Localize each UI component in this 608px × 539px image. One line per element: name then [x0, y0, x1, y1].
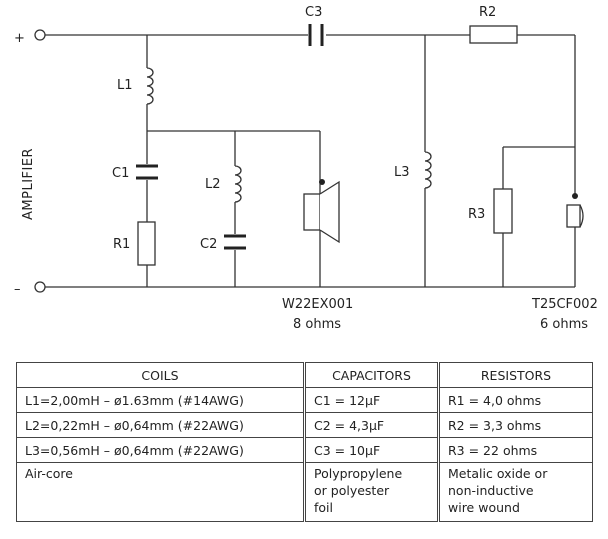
parts-table: COILS CAPACITORS RESISTORS L1=2,00mH – ø… — [16, 362, 593, 522]
c2-label: C2 — [200, 237, 217, 252]
r3-label: R3 — [468, 207, 485, 222]
amplifier-label: AMPLIFIER — [21, 148, 36, 220]
plus-terminal — [34, 29, 46, 41]
resistor-cell: R1 = 4,0 ohms — [437, 387, 593, 413]
table-row: L2=0,22mH – ø0,64mm (#22AWG) C2 = 4,3μF … — [16, 412, 593, 438]
coils-header: COILS — [16, 362, 305, 388]
capacitor-cell: C3 = 10μF — [303, 437, 439, 463]
resistor-r3 — [493, 188, 513, 234]
capacitor-cell: C1 = 12μF — [303, 387, 439, 413]
tweeter-impedance: 6 ohms — [540, 317, 588, 332]
tweeter-model: T25CF002 — [531, 297, 598, 312]
inductor-l2 — [234, 165, 242, 203]
table-row: L3=0,56mH – ø0,64mm (#22AWG) C3 = 10μF R… — [16, 437, 593, 463]
l2-label: L2 — [205, 177, 221, 192]
tweeter-icon — [566, 193, 584, 287]
minus-terminal-label: – — [14, 282, 21, 297]
c3-label: C3 — [305, 5, 322, 20]
r1-label: R1 — [113, 237, 130, 252]
r2-label: R2 — [479, 5, 496, 20]
capacitor-c1 — [136, 164, 158, 180]
resistors-header: RESISTORS — [437, 362, 593, 388]
resistor-r1 — [137, 221, 156, 266]
woofer-impedance: 8 ohms — [293, 317, 341, 332]
resistor-cell: R2 = 3,3 ohms — [437, 412, 593, 438]
plus-terminal-label: + — [14, 31, 25, 46]
minus-terminal — [34, 281, 46, 293]
resistor-note: Metalic oxide or non-inductive wire woun… — [437, 462, 593, 522]
capacitor-c2 — [224, 234, 246, 250]
woofer-model: W22EX001 — [282, 297, 353, 312]
l1-label: L1 — [117, 78, 133, 93]
woofer-icon — [303, 131, 340, 287]
coil-note: Air-core — [16, 462, 305, 522]
c1-label: C1 — [112, 166, 129, 181]
table-notes-row: Air-core Polypropylene or polyester foil… — [16, 462, 593, 522]
coil-cell: L3=0,56mH – ø0,64mm (#22AWG) — [16, 437, 305, 463]
inductor-l1 — [146, 67, 154, 105]
coil-cell: L2=0,22mH – ø0,64mm (#22AWG) — [16, 412, 305, 438]
table-header-row: COILS CAPACITORS RESISTORS — [16, 362, 593, 388]
crossover-schematic: + – AMPLIFIER C3 R2 L1 C1 R1 L2 C2 — [14, 5, 598, 332]
resistor-r2 — [469, 25, 518, 44]
capacitor-c3 — [308, 24, 324, 46]
capacitor-note: Polypropylene or polyester foil — [303, 462, 439, 522]
l3-label: L3 — [394, 165, 410, 180]
coil-cell: L1=2,00mH – ø1.63mm (#14AWG) — [16, 387, 305, 413]
capacitor-cell: C2 = 4,3μF — [303, 412, 439, 438]
inductor-l3 — [424, 151, 432, 189]
resistor-cell: R3 = 22 ohms — [437, 437, 593, 463]
table-row: L1=2,00mH – ø1.63mm (#14AWG) C1 = 12μF R… — [16, 387, 593, 413]
capacitors-header: CAPACITORS — [303, 362, 439, 388]
